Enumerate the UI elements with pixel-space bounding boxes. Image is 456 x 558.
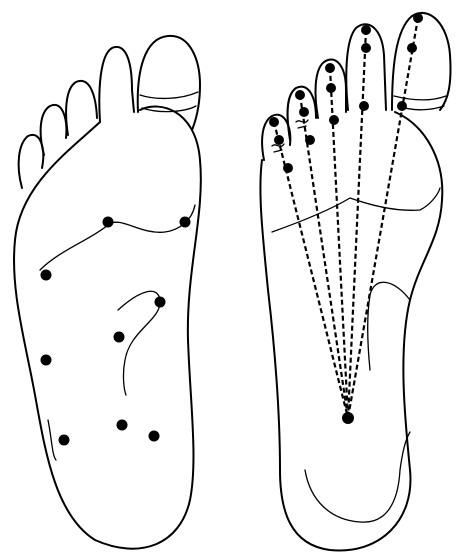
left-foot-sole-outline [14,107,201,549]
right-point-heel-center [342,412,354,424]
right-heel-arc [305,432,410,522]
left-heel-line [48,420,56,460]
left-arch-line [118,291,160,395]
left-big-toe-crease [140,92,198,98]
right-point-fourth-toe-mid [299,107,309,117]
right-point-fourth-toe-base [305,135,315,145]
left-third-toe [66,81,97,135]
right-point-third-toe-mid [326,83,336,93]
left-point-heel-right [149,431,160,442]
right-point-little-toe-mid [274,135,284,145]
ray-second-toe [348,30,366,418]
right-second-toe [346,24,386,110]
right-point-third-toe-tip [325,63,335,73]
left-foot [14,36,201,549]
right-big-toe-crease [394,96,446,100]
left-point-heel-left [59,435,70,446]
left-point-lateral-mid [41,270,52,281]
right-point-big-toe-base [397,101,407,111]
right-big-toe [392,13,451,110]
left-big-toe [138,36,200,130]
right-foot [260,13,450,551]
left-fourth-toe [41,105,67,155]
right-point-big-toe-tip [413,13,423,23]
right-point-second-toe-mid [361,43,371,53]
right-point-big-toe-mid [407,43,417,53]
right-point-second-toe-base [359,101,369,111]
left-ball-arc [40,205,195,270]
right-toe-mark-2 [272,144,284,152]
left-second-toe [99,47,134,122]
right-point-fourth-toe-tip [295,90,305,100]
left-point-heel-center [117,420,128,431]
ray-big-toe [348,18,418,418]
left-point-medial-mid [155,297,166,308]
right-point-little-toe-tip [269,117,279,127]
right-point-little-toe-base [283,163,293,173]
left-point-center-mid [114,332,125,343]
right-point-third-toe-base [329,115,339,125]
left-point-arch-top-1 [103,217,114,228]
left-point-arch-top-2 [180,217,191,228]
left-point-lateral-low [41,355,52,366]
right-point-second-toe-tip [361,25,371,35]
right-toe-mark-1 [296,120,308,128]
